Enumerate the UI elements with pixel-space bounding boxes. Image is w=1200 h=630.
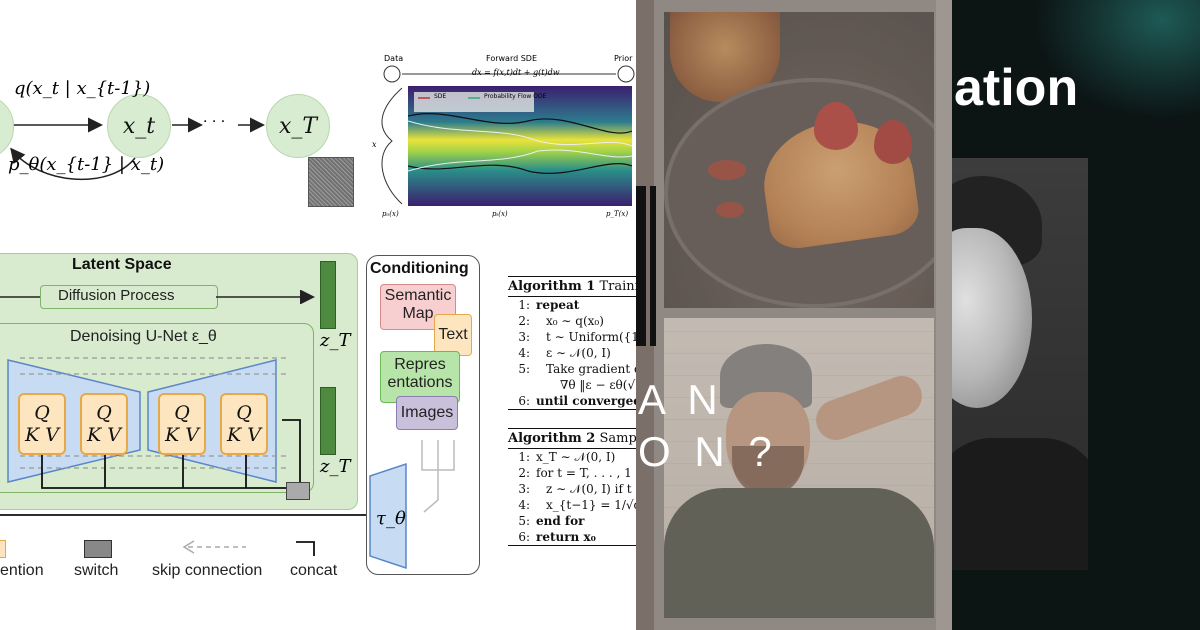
- legend-skip-icon: [182, 540, 246, 554]
- representations-box: Repres entations: [380, 351, 460, 403]
- zT-top-label: z_T: [320, 330, 351, 351]
- overlay-text-line-2: O N ?: [638, 428, 778, 475]
- legend-switch-icon: [84, 540, 112, 558]
- sde-left-density: [381, 87, 403, 205]
- legend-skip: skip connection: [152, 562, 263, 579]
- algorithm-2-title: Algorithm 2: [508, 431, 596, 446]
- algo1-line: 5:Take gradient des: [518, 362, 636, 376]
- man-photo: [664, 318, 934, 618]
- legend-concat-icon: [296, 541, 315, 556]
- diffusion-process-label: Diffusion Process: [58, 287, 175, 304]
- portrait-panel: ation: [952, 0, 1200, 630]
- images-box: Images: [396, 396, 458, 430]
- switch-icon-diagram: [286, 482, 310, 500]
- sde-x-axis-label: x: [372, 140, 377, 149]
- algorithm-1: Algorithm 1 Training 1:repeat 2:x₀ ∼ q(x…: [508, 276, 636, 410]
- algo1-line: 4:ε ∼ 𝒩(0, I): [518, 346, 611, 360]
- legend-switch: switch: [74, 562, 119, 579]
- algo2-line: 1:x_T ∼ 𝒩(0, I): [518, 450, 616, 464]
- tau-encoder: [369, 462, 407, 570]
- dessert-photo: [664, 12, 934, 308]
- overlay-bracket: [636, 186, 656, 346]
- collage-overlay: [636, 0, 952, 630]
- strawberry-2: [874, 120, 912, 164]
- forward-process-label: q(x_t | x_{t-1}): [14, 78, 151, 99]
- diffusion-arrow: [0, 290, 315, 304]
- markov-chain-diagram: [10, 117, 265, 181]
- node-xT: x_T: [266, 94, 330, 158]
- portrait-photo: [952, 158, 1088, 570]
- algo1-line: ∇θ ‖ε − εθ(√: [560, 378, 636, 392]
- sde-pT-label: p_T(x): [606, 210, 629, 218]
- conditioning-connector: [0, 514, 372, 516]
- algo2-line: 6:return x₀: [508, 529, 636, 546]
- algo1-line: 2:x₀ ∼ q(x₀): [518, 314, 604, 328]
- sde-legend-flow: Probability Flow ODE: [484, 93, 547, 100]
- noise-image: [308, 157, 354, 207]
- sauce-drop-1: [708, 160, 746, 180]
- portrait-title-fragment: ation: [954, 59, 1079, 117]
- sde-legend-sde: SDE: [434, 93, 447, 100]
- latent-space-title: Latent Space: [72, 256, 172, 273]
- sde-forward-label: Forward SDE: [486, 54, 538, 63]
- shirt: [664, 488, 934, 618]
- sde-p0-label: p₀(x): [382, 210, 399, 218]
- algo1-line: 6:until converged: [508, 393, 636, 410]
- node-xt: x_t: [107, 94, 171, 158]
- conditioning-title: Conditioning: [370, 260, 469, 277]
- sde-equation: dx = f(x,t)dt + g(t)dw: [472, 68, 560, 77]
- legend-concat: concat: [290, 562, 338, 579]
- algorithm-1-title: Algorithm 1: [508, 279, 596, 294]
- conditioning-tree: [421, 440, 455, 513]
- algo1-line: 1:repeat: [518, 298, 580, 312]
- sde-pt-label: pₜ(x): [492, 210, 508, 218]
- diffusion-figure-panel: x_t x_T · · · q(x_t | x_{t-1}) p_θ(x_{t-…: [0, 52, 636, 579]
- overlay-text-line-1: A N: [638, 376, 724, 423]
- sauce-drop-2: [716, 202, 744, 218]
- latent-bar-bottom: [320, 387, 336, 455]
- semantic-map-box: Semantic Map: [380, 284, 456, 330]
- algorithm-2: Algorithm 2 Samplin 1:x_T ∼ 𝒩(0, I) 2:fo…: [508, 428, 636, 546]
- sde-data-label: Data: [384, 54, 404, 63]
- sde-header: [383, 65, 635, 83]
- zT-bottom-label: z_T: [320, 456, 351, 477]
- sde-figure: Data Forward SDE Prior dx = f(x,t)dt + g…: [368, 52, 636, 224]
- tau-label: τ_θ: [376, 508, 406, 529]
- sde-prior-label: Prior: [614, 54, 633, 63]
- algo2-line: 5:end for: [518, 514, 585, 528]
- reverse-process-label: p_θ(x_{t-1} | x_t): [8, 154, 165, 175]
- algorithm-2-subtitle: Samplin: [599, 431, 637, 446]
- markov-dots: · · ·: [203, 114, 226, 130]
- unet-label: Denoising U-Net ε_θ: [70, 328, 217, 345]
- algo2-line: 4:x_{t−1} = 1/√αt (x: [518, 498, 636, 512]
- algo1-line: 3:t ∼ Uniform({1,: [518, 330, 636, 344]
- legend-attention: ention: [0, 562, 44, 579]
- latent-bar-top: [320, 261, 336, 329]
- text-box: Text: [434, 314, 472, 356]
- algo2-line: 3:z ∼ 𝒩(0, I) if t: [518, 482, 632, 496]
- collage-right-strip: [936, 0, 952, 630]
- algorithm-1-subtitle: Training: [599, 279, 637, 294]
- photo-collage-panel: A N O N ?: [636, 0, 952, 630]
- sde-trajectory-plot: [408, 86, 632, 206]
- attention-icon: [0, 540, 6, 558]
- portrait-jacket: [952, 438, 1088, 570]
- strawberry-1: [814, 102, 858, 150]
- algo2-line: 2:for t = T, . . . , 1 d: [518, 466, 636, 480]
